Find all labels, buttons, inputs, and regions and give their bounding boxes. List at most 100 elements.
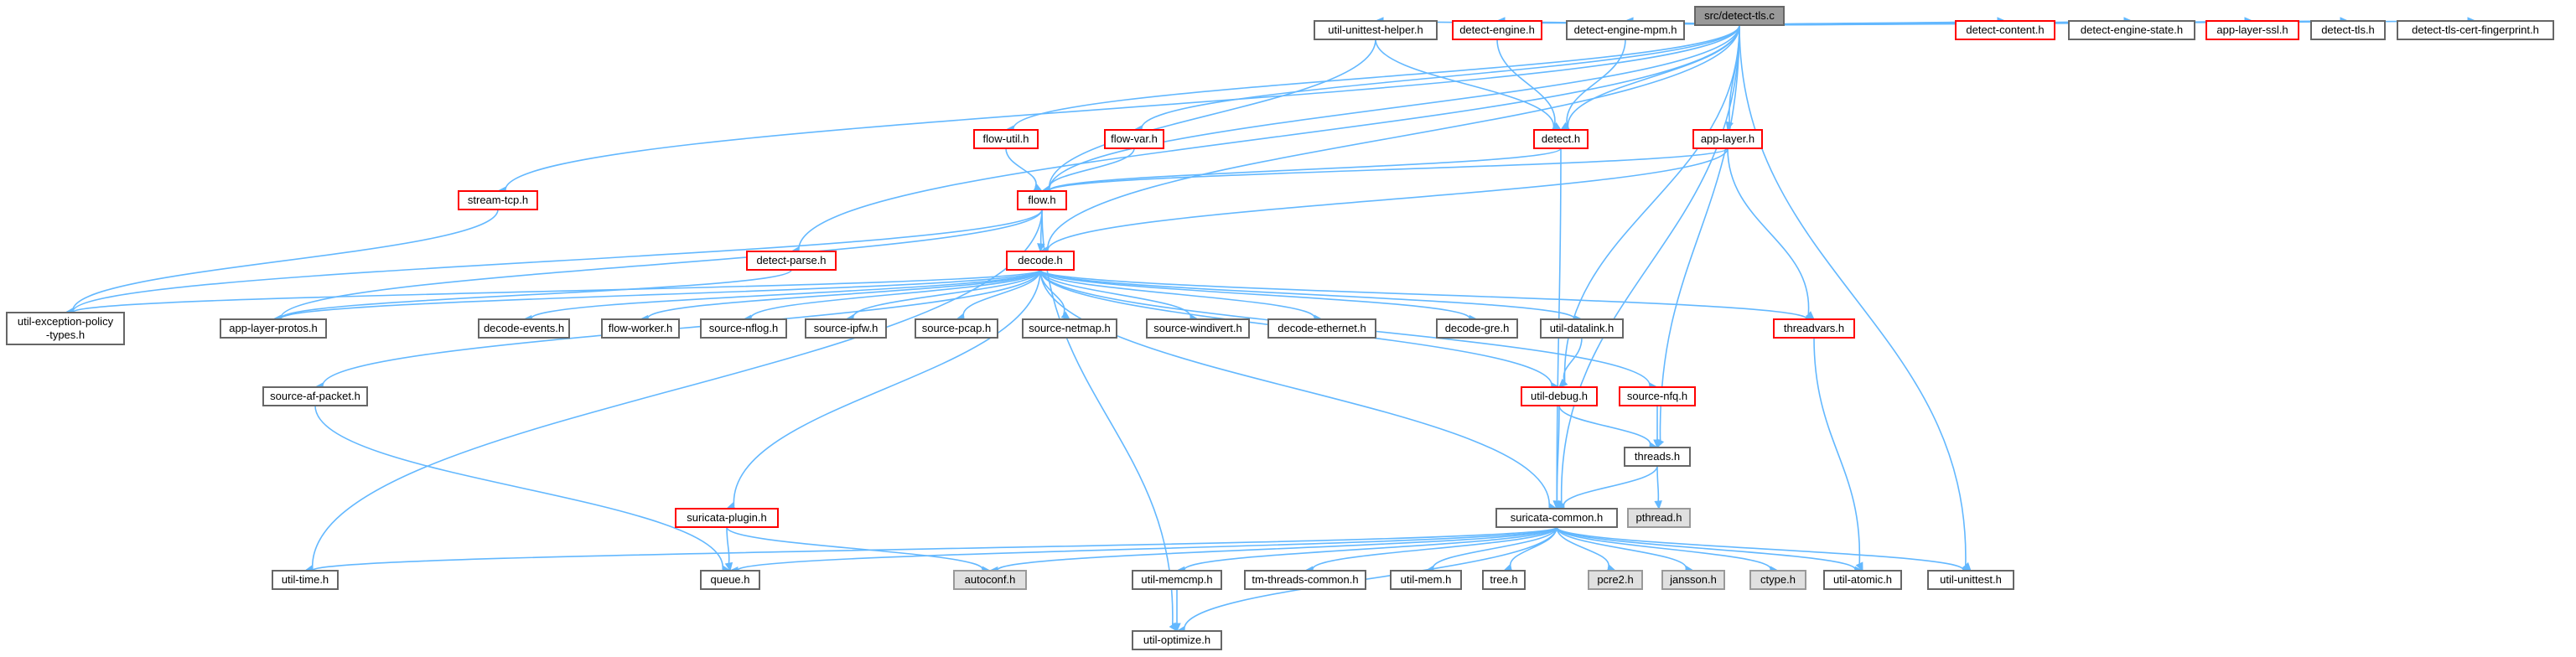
node-box: [2068, 20, 2195, 40]
node-suricata-plugin-h[interactable]: suricata-plugin.h: [675, 508, 779, 528]
node-label: flow-worker.h: [609, 322, 673, 334]
node-detect-engine-h[interactable]: detect-engine.h: [1452, 20, 1542, 40]
node-decode-h[interactable]: decode.h: [1006, 251, 1075, 271]
node-box: [1661, 570, 1725, 590]
edge-app-layer-h-to-flow-h: [1040, 147, 1729, 195]
edge-stream-tcp-h-to-util-exception-policy-types-h: [64, 209, 499, 316]
node-util-optimize-h[interactable]: util-optimize.h: [1132, 630, 1222, 650]
node-source-netmap-h[interactable]: source-netmap.h: [1022, 318, 1117, 339]
node-ctype-h[interactable]: ctype.h: [1749, 570, 1806, 590]
node-decode-ethernet-h[interactable]: decode-ethernet.h: [1267, 318, 1376, 339]
edge-detect-tls-c-to-flow-h: [1040, 24, 1740, 194]
node-detect-tls-h[interactable]: detect-tls.h: [2310, 20, 2386, 40]
node-label: decode.h: [1018, 254, 1063, 266]
node-label: detect.h: [1542, 132, 1580, 145]
node-label: flow-var.h: [1111, 132, 1158, 145]
node-util-mem-h[interactable]: util-mem.h: [1390, 570, 1462, 590]
node-box: [700, 570, 760, 590]
node-box: [1452, 20, 1542, 40]
node-box: [1132, 570, 1222, 590]
node-suricata-common-h[interactable]: suricata-common.h: [1495, 508, 1618, 528]
node-box: [1482, 570, 1526, 590]
node-box: [675, 508, 779, 528]
node-detect-tls-c[interactable]: src/detect-tls.c: [1694, 6, 1785, 26]
node-queue-h[interactable]: queue.h: [700, 570, 760, 590]
edge-util-debug-h-to-suricata-common-h: [1552, 405, 1562, 510]
edge-detect-tls-c-to-stream-tcp-h: [496, 24, 1740, 195]
node-tree-h[interactable]: tree.h: [1482, 570, 1526, 590]
node-label: source-nflog.h: [709, 322, 778, 334]
node-label: detect-engine-state.h: [2081, 23, 2183, 36]
node-label: suricata-plugin.h: [687, 511, 766, 524]
node-util-atomic-h[interactable]: util-atomic.h: [1823, 570, 1902, 590]
node-box: [1521, 386, 1598, 406]
node-source-af-packet-h[interactable]: source-af-packet.h: [262, 386, 368, 406]
node-util-datalink-h[interactable]: util-datalink.h: [1540, 318, 1624, 339]
node-label: decode-events.h: [484, 322, 564, 334]
node-label: util-memcmp.h: [1141, 573, 1212, 586]
node-label: stream-tcp.h: [468, 194, 528, 206]
node-util-unittest-helper-h[interactable]: util-unittest-helper.h: [1314, 20, 1438, 40]
node-box: [458, 190, 538, 210]
node-label: app-layer-protos.h: [229, 322, 318, 334]
node-util-unittest-h[interactable]: util-unittest.h: [1927, 570, 2014, 590]
node-source-nfq-h[interactable]: source-nfq.h: [1619, 386, 1696, 406]
node-util-time-h[interactable]: util-time.h: [272, 570, 339, 590]
node-util-debug-h[interactable]: util-debug.h: [1521, 386, 1598, 406]
node-box: [1749, 570, 1806, 590]
node-threadvars-h[interactable]: threadvars.h: [1773, 318, 1855, 339]
node-threads-h[interactable]: threads.h: [1624, 447, 1691, 467]
node-detect-content-h[interactable]: detect-content.h: [1955, 20, 2055, 40]
edge-detect-tls-c-to-suricata-common-h: [1556, 24, 1740, 510]
edge-flow-h-to-util-exception-policy-types-h: [64, 209, 1043, 317]
node-source-windivert-h[interactable]: source-windivert.h: [1146, 318, 1250, 339]
node-box: [1927, 570, 2014, 590]
node-source-ipfw-h[interactable]: source-ipfw.h: [805, 318, 887, 339]
node-detect-engine-state-h[interactable]: detect-engine-state.h: [2068, 20, 2195, 40]
node-label: source-pcap.h: [922, 322, 991, 334]
node-detect-engine-mpm-h[interactable]: detect-engine-mpm.h: [1566, 20, 1685, 40]
node-flow-worker-h[interactable]: flow-worker.h: [601, 318, 680, 339]
node-box: [1692, 129, 1763, 149]
node-box: [953, 570, 1027, 590]
node-app-layer-ssl-h[interactable]: app-layer-ssl.h: [2205, 20, 2299, 40]
node-detect-parse-h[interactable]: detect-parse.h: [746, 251, 837, 271]
node-label: threads.h: [1635, 450, 1680, 463]
node-label: source-netmap.h: [1029, 322, 1111, 334]
node-box: [1533, 129, 1589, 149]
node-app-layer-h[interactable]: app-layer.h: [1692, 129, 1763, 149]
node-decode-events-h[interactable]: decode-events.h: [478, 318, 570, 339]
node-decode-gre-h[interactable]: decode-gre.h: [1436, 318, 1518, 339]
node-box: [1627, 508, 1691, 528]
nodes-layer: src/detect-tls.c util-unittest-helper.h de…: [6, 6, 2554, 650]
node-detect-h[interactable]: detect.h: [1533, 129, 1589, 149]
node-pcre2-h[interactable]: pcre2.h: [1588, 570, 1643, 590]
node-source-pcap-h[interactable]: source-pcap.h: [915, 318, 998, 339]
node-util-exception-policy-types-h[interactable]: util-exception-policy-types.h: [6, 312, 125, 345]
node-pthread-h[interactable]: pthread.h: [1627, 508, 1691, 528]
node-label: app-layer.h: [1701, 132, 1754, 145]
node-autoconf-h[interactable]: autoconf.h: [953, 570, 1027, 590]
node-box: [915, 318, 998, 339]
node-detect-tls-cert-fingerprint-h[interactable]: detect-tls-cert-fingerprint.h: [2397, 20, 2554, 40]
node-label: detect-engine-mpm.h: [1574, 23, 1677, 36]
node-label: suricata-common.h: [1511, 511, 1604, 524]
node-util-memcmp-h[interactable]: util-memcmp.h: [1132, 570, 1222, 590]
node-tm-threads-common-h[interactable]: tm-threads-common.h: [1244, 570, 1366, 590]
node-app-layer-protos-h[interactable]: app-layer-protos.h: [220, 318, 327, 339]
node-flow-h[interactable]: flow.h: [1017, 190, 1067, 210]
node-stream-tcp-h[interactable]: stream-tcp.h: [458, 190, 538, 210]
node-label: ctype.h: [1760, 573, 1796, 586]
node-jansson-h[interactable]: jansson.h: [1661, 570, 1725, 590]
node-flow-var-h[interactable]: flow-var.h: [1104, 129, 1164, 149]
edge-decode-h-to-app-layer-protos-h: [272, 269, 1041, 323]
node-source-nflog-h[interactable]: source-nflog.h: [700, 318, 787, 339]
edge-util-memcmp-h-to-util-optimize-h: [1173, 588, 1181, 633]
node-box: [2397, 20, 2554, 40]
node-label: util-datalink.h: [1550, 322, 1615, 334]
node-flow-util-h[interactable]: flow-util.h: [973, 129, 1039, 149]
node-box: [700, 318, 787, 339]
node-box: [601, 318, 680, 339]
node-label: detect-engine.h: [1459, 23, 1535, 36]
